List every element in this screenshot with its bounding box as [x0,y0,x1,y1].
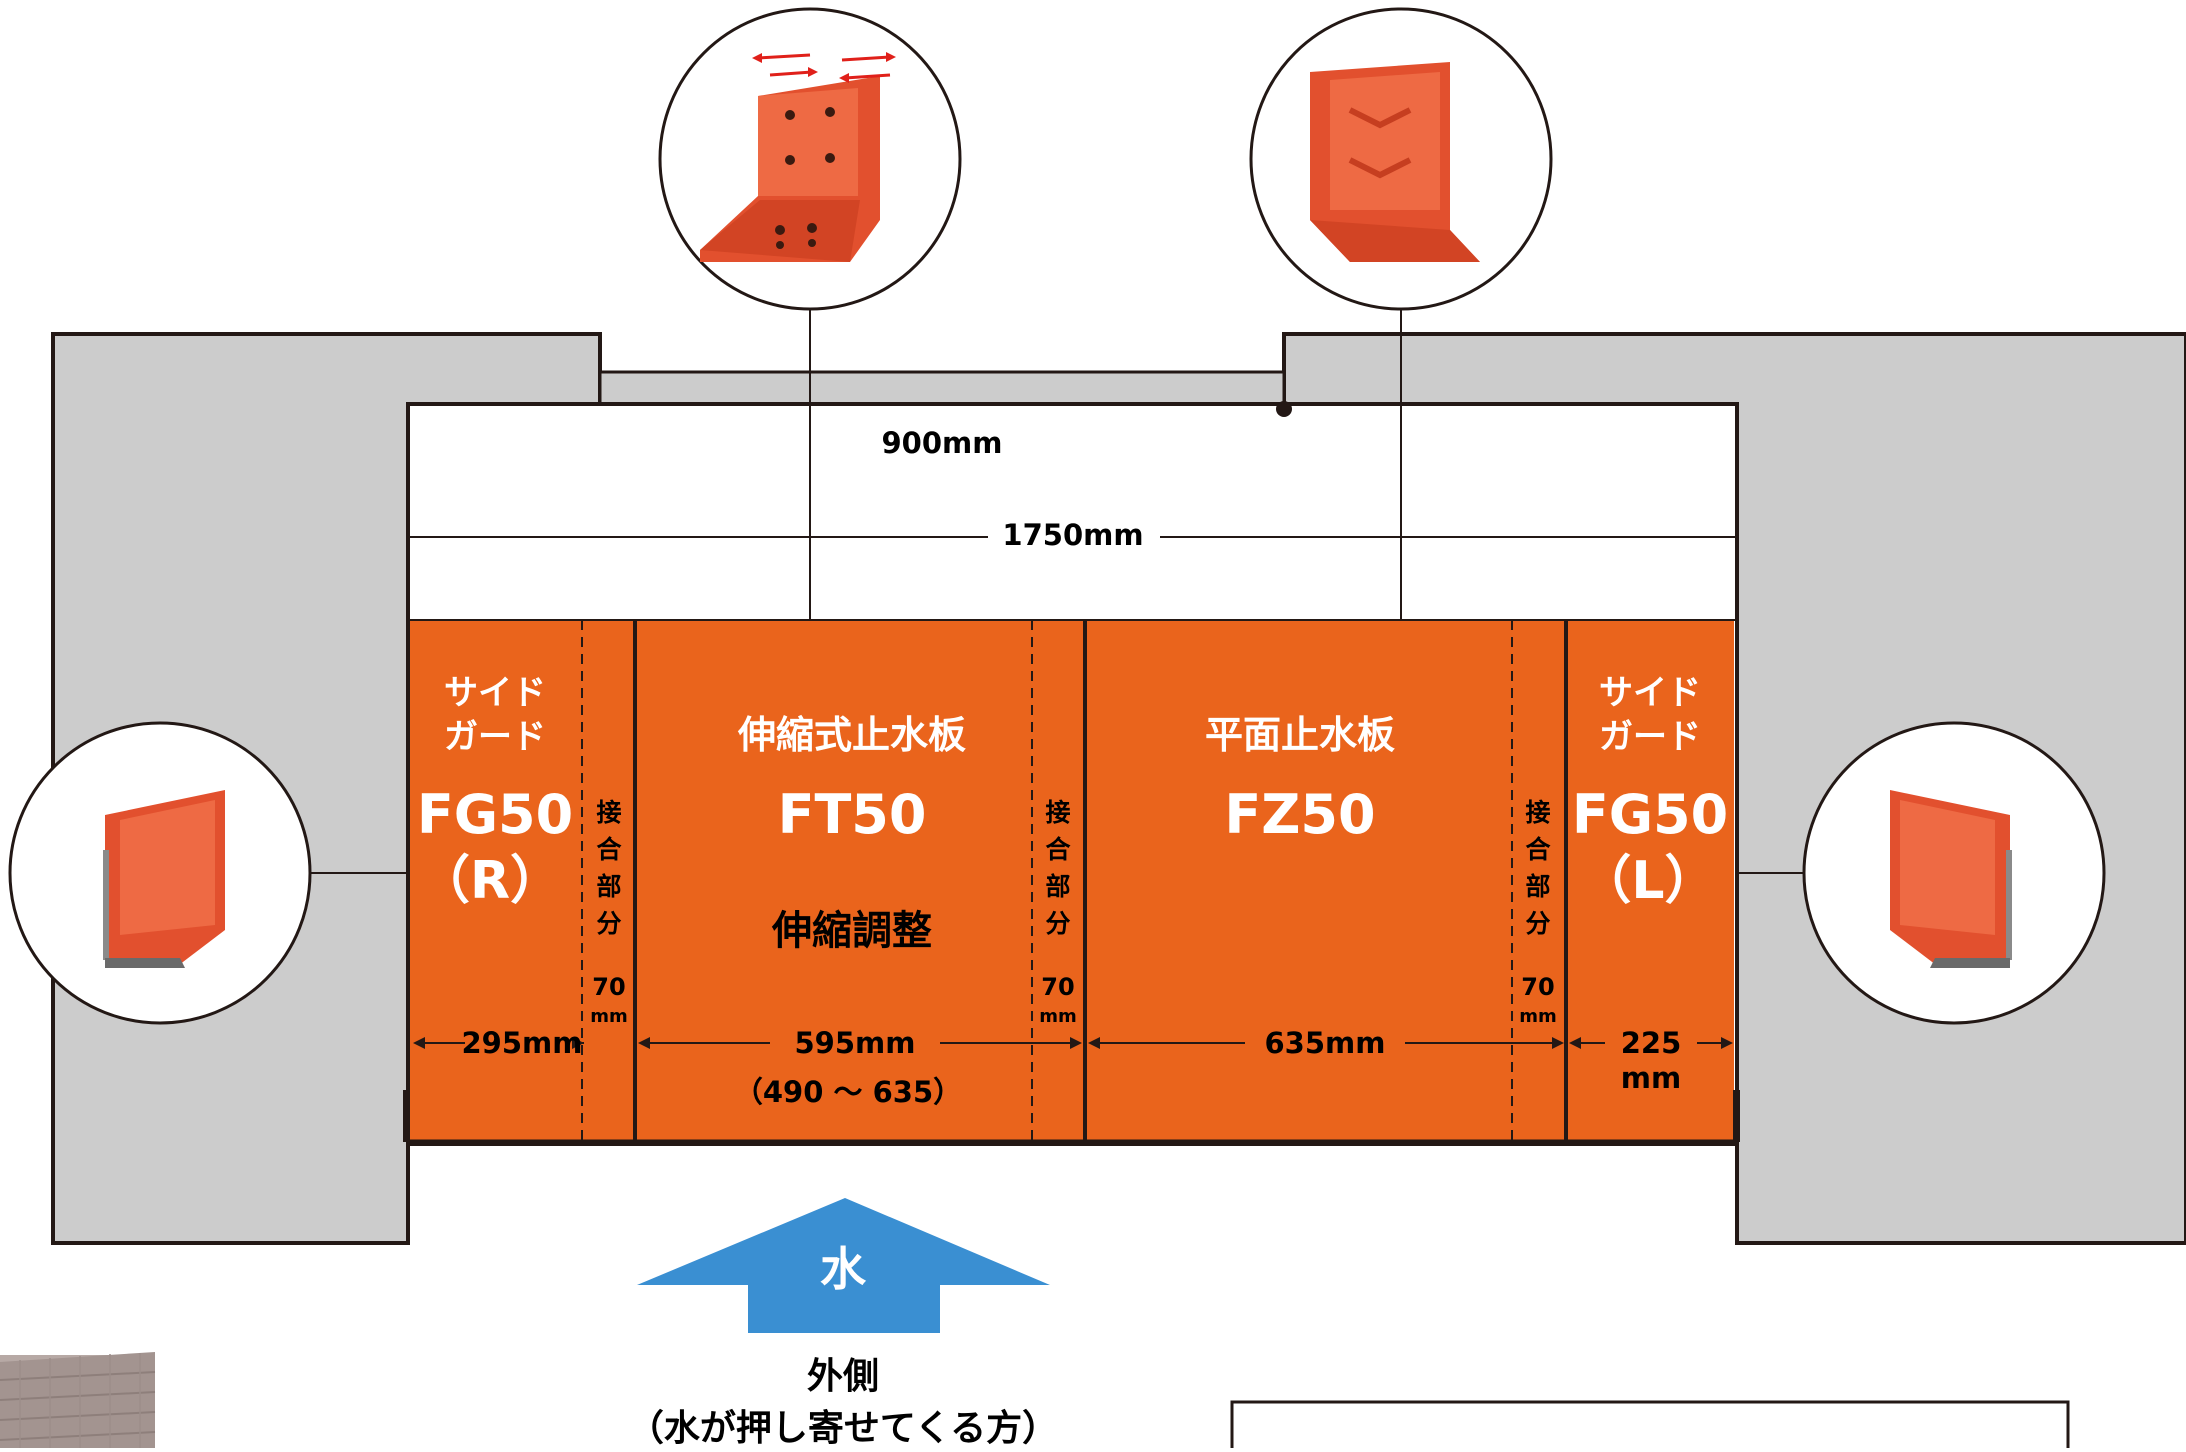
joint-width-unit: mm [1039,1006,1077,1027]
label-ft50: 伸縮式止水板 FT50 伸縮調整 [737,713,966,954]
door-hinge [1276,401,1292,417]
label-fg50-r: サイド ガード FG50 （R） [417,673,573,911]
product-image-fg50-r [8,721,312,1025]
barrier-panels [403,619,1740,1145]
joint-width-unit: mm [590,1006,628,1027]
joint-char: 分 [596,909,621,938]
fg50-l-width-value: 225 [1621,1026,1682,1060]
joint-char: 分 [1045,909,1070,938]
fz50-model: FZ50 [1224,783,1375,846]
door-frame [598,370,1286,406]
fg50-r-category-line1: サイド [444,673,546,713]
ft50-model: FT50 [778,783,927,846]
panel-fz50 [1085,620,1566,1142]
fg50-l-width-unit: mm [1621,1061,1681,1095]
joint-label-2: 接 合 部 分 70 mm [1039,798,1077,1027]
joint-width-value: 70 [1041,973,1074,1001]
joint-char: 部 [1525,872,1550,901]
panel-width-dimensions [413,1037,1733,1049]
fg50-l-category-line2: ガード [1599,717,1701,757]
fg50-l-side: （L） [1579,851,1716,911]
fg50-l-category-line1: サイド [1599,673,1701,713]
bottom-info-box [1230,1400,2070,1452]
outside-note: （水が押し寄せてくる方） [628,1408,1058,1448]
joint-width-unit: mm [1519,1006,1557,1027]
joint-char: 接 [1045,798,1070,827]
panel-fg50-l [1566,620,1734,1142]
joint-char: 部 [596,872,621,901]
joint-char: 分 [1525,909,1550,938]
water-direction-arrow [637,1198,1050,1333]
joint-char: 合 [596,835,622,864]
fg50-r-width: 295mm [462,1026,583,1060]
outside-label: 外側 [807,1356,879,1397]
fg50-r-side: （R） [418,851,562,911]
product-image-fz50 [1249,7,1553,311]
total-width-label: 1750mm [1002,518,1143,552]
fz50-category: 平面止水板 [1205,713,1395,757]
joint-label-1: 接 合 部 分 70 mm [590,798,628,1027]
fg50-l-model: FG50 [1572,783,1728,846]
building-photo-fragment [0,1352,156,1448]
fg50-r-category-line2: ガード [444,717,546,757]
product-image-ft50 [658,7,962,311]
panel-fg50-r [410,620,635,1142]
fz50-width: 635mm [1265,1026,1386,1060]
fg50-r-model: FG50 [417,783,573,846]
water-label: 水 [820,1242,867,1296]
door-width-label: 900mm [882,426,1003,460]
ft50-range: （490 ～ 635） [734,1075,962,1109]
product-image-fg50-l [1802,721,2106,1025]
joint-width-value: 70 [1521,973,1554,1001]
joint-char: 部 [1045,872,1070,901]
ft50-category: 伸縮式止水板 [737,713,966,757]
label-fg50-l: サイド ガード FG50 （L） [1572,673,1728,911]
end-bracket-right [1733,1090,1740,1142]
expand-arrows-icon [752,52,896,83]
ft50-width: 595mm [795,1026,916,1060]
joint-char: 合 [1045,835,1071,864]
joint-char: 接 [1525,798,1550,827]
end-bracket-left [403,1090,410,1142]
joint-char: 合 [1525,835,1551,864]
joint-label-3: 接 合 部 分 70 mm [1519,798,1557,1027]
label-fz50: 平面止水板 FZ50 [1205,713,1395,846]
joint-width-value: 70 [592,973,625,1001]
ft50-note: 伸縮調整 [771,908,932,954]
panel-ft50 [635,620,1085,1142]
joint-char: 接 [596,798,621,827]
